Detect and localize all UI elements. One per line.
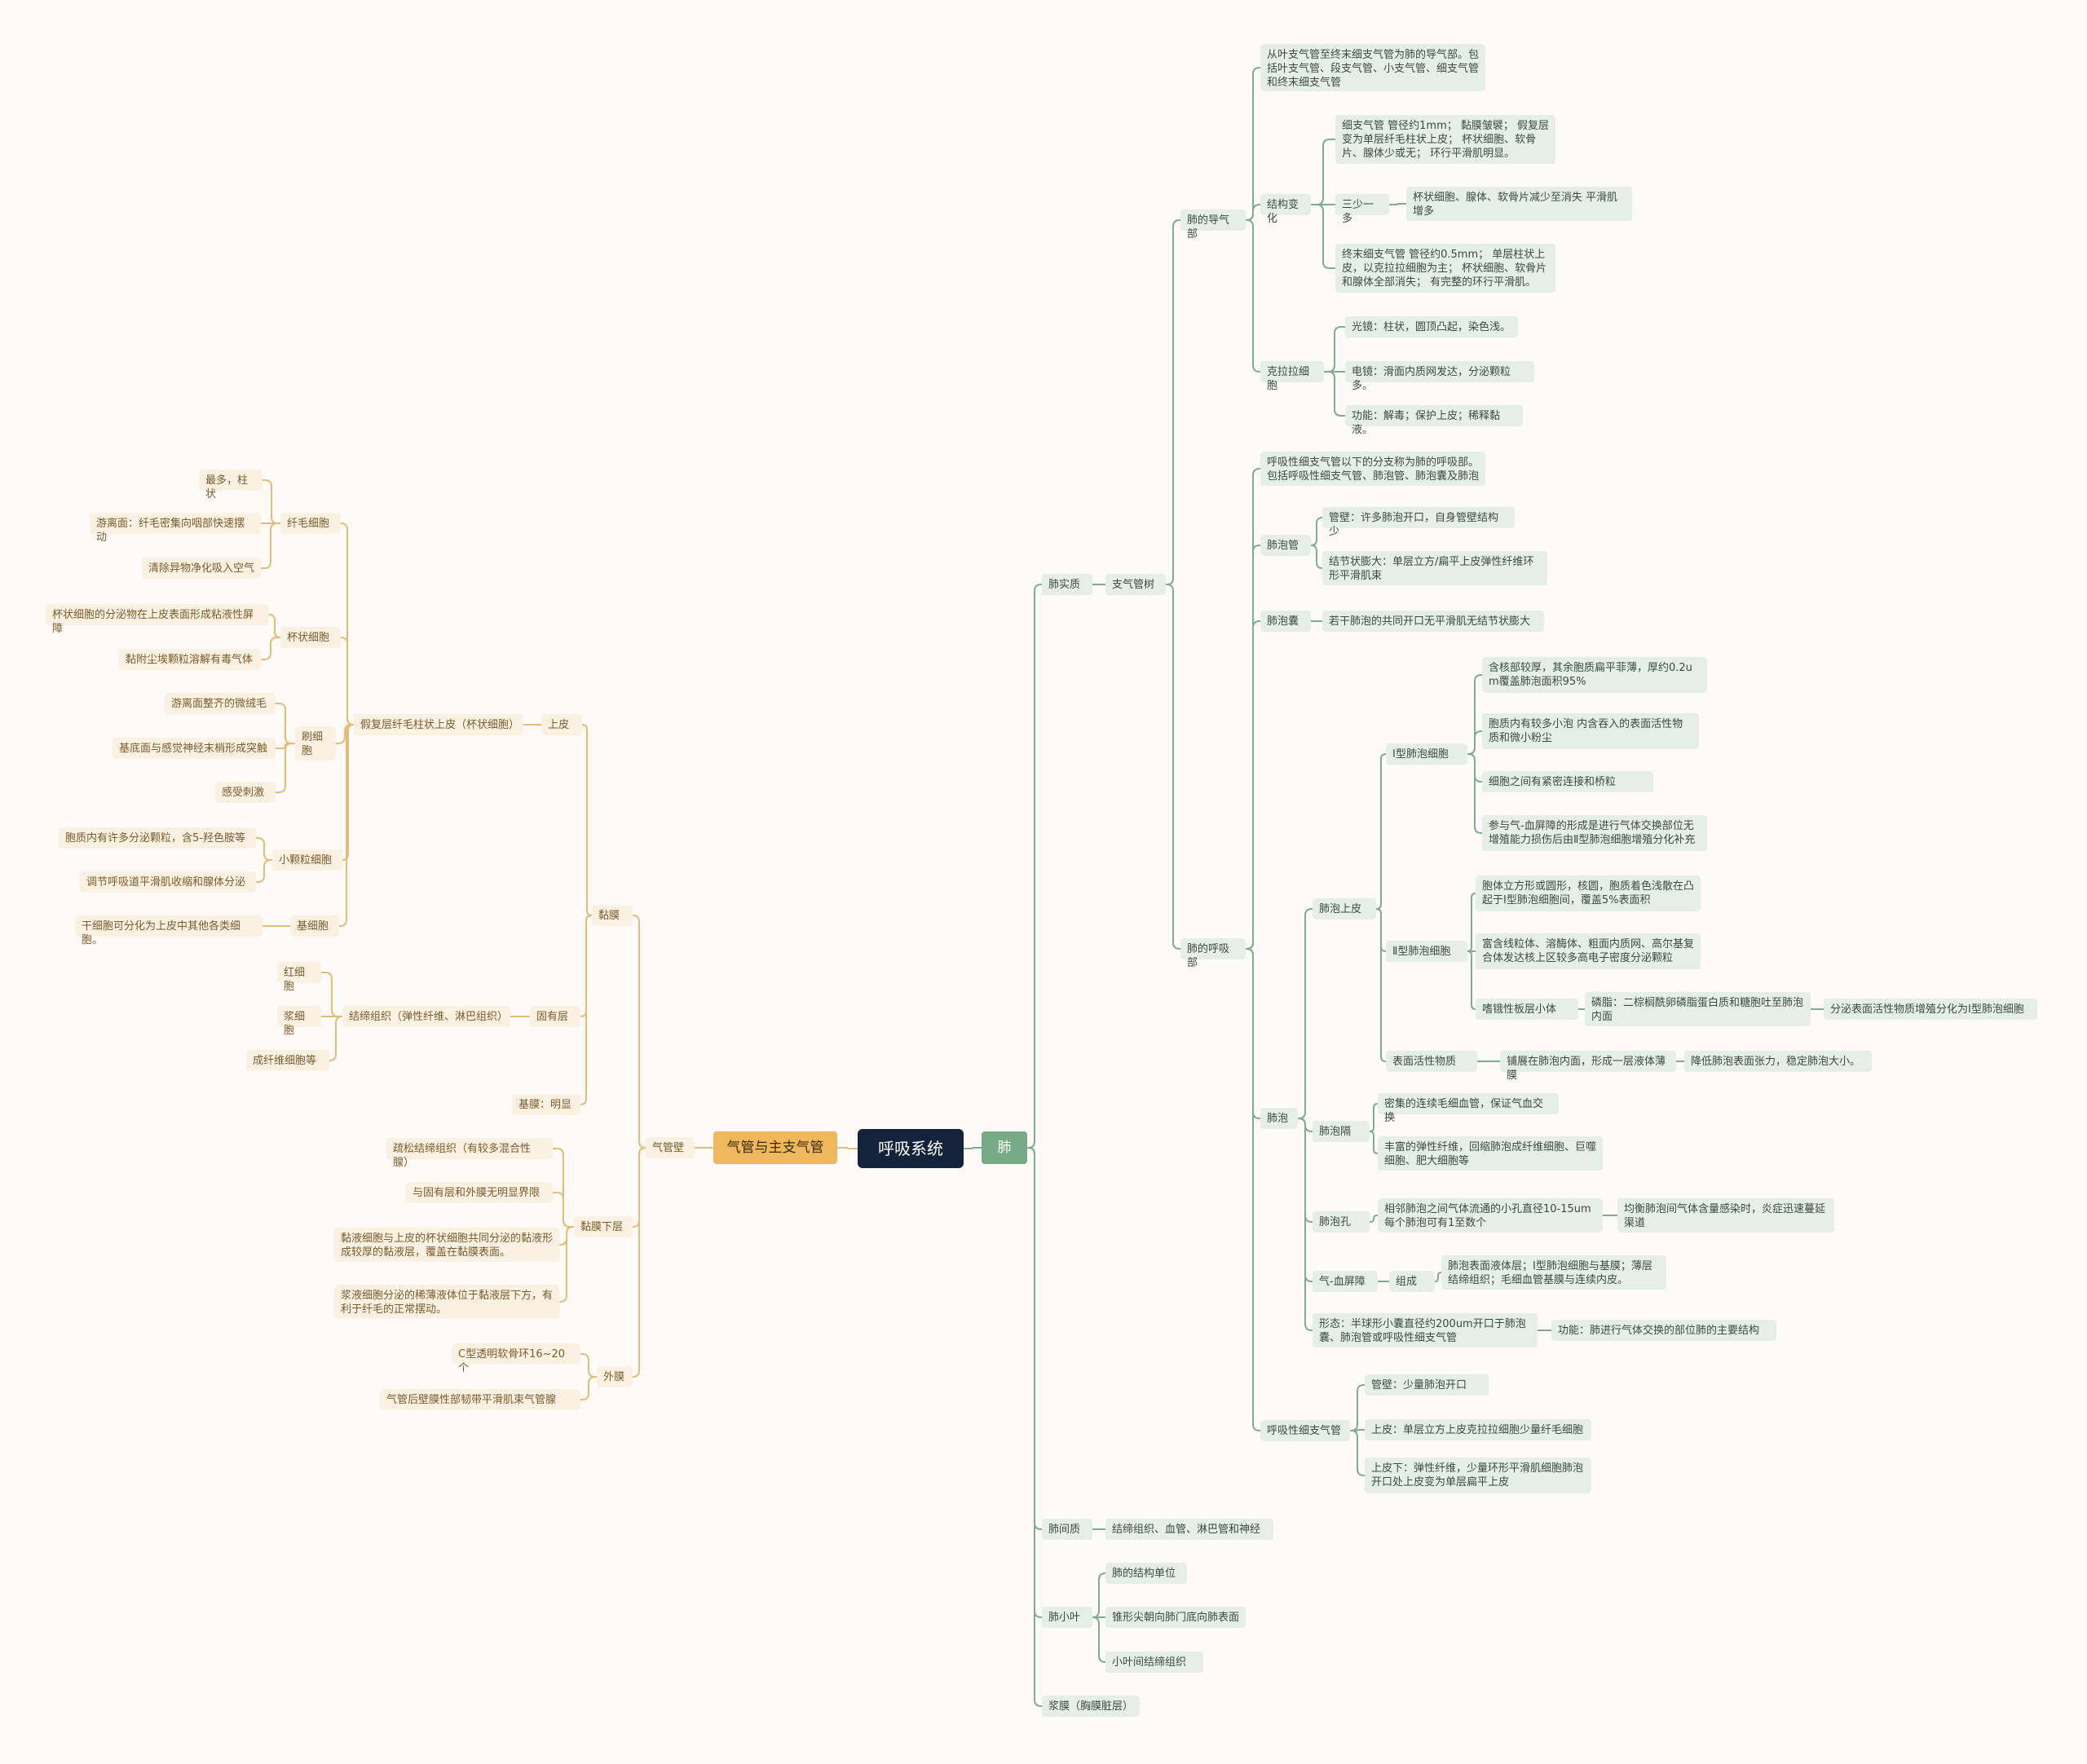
node-c2[interactable]: 杯状细胞	[280, 627, 341, 648]
node-t1[interactable]: 气管壁	[646, 1137, 695, 1158]
node-a1b3[interactable]: 嗜锇性板层小体	[1476, 999, 1578, 1020]
node-a1a[interactable]: Ⅰ型肺泡细胞	[1386, 743, 1467, 765]
node-l4[interactable]: 浆膜（胸膜脏层）	[1042, 1696, 1140, 1717]
node-d1[interactable]: 肺的导气部	[1180, 209, 1246, 240]
node-r1e[interactable]: 呼吸性细支气管	[1260, 1420, 1350, 1441]
node-c1b[interactable]: 游离面：纤毛密集向咽部快速摆动	[90, 513, 261, 544]
node-l2a[interactable]: 结缔组织、血管、淋巴管和神经	[1105, 1519, 1273, 1540]
node-r1e2[interactable]: 上皮：单层立方上皮克拉拉细胞少量纤毛细胞	[1365, 1419, 1591, 1440]
node-a1[interactable]: 肺泡上皮	[1313, 898, 1376, 919]
node-r1c1[interactable]: 若干肺泡的共同开口无平滑肌无结节状膨大	[1322, 611, 1544, 632]
node-t1c1[interactable]: C型透明软骨环16~20个	[452, 1343, 580, 1374]
node-d1b2[interactable]: 三少一多	[1335, 194, 1389, 225]
node-l1[interactable]: 肺实质	[1042, 574, 1092, 595]
node-trachea[interactable]: 气管与主支气管	[713, 1131, 837, 1164]
node-l1a[interactable]: 支气管树	[1105, 574, 1166, 595]
node-t1a2[interactable]: 固有层	[530, 1006, 580, 1027]
node-c3a[interactable]: 游离面整齐的微绒毛	[165, 693, 276, 714]
node-t1b2[interactable]: 与固有层和外膜无明显界限	[406, 1182, 553, 1203]
node-a1b3a1[interactable]: 分泌表面活性物质增殖分化为Ⅰ型肺泡细胞	[1824, 999, 2037, 1020]
node-a1a2[interactable]: 胞质内有较多小泡 内含吞入的表面活性物质和微小粉尘	[1482, 713, 1699, 749]
node-t1c[interactable]: 外膜	[597, 1366, 633, 1387]
node-r1a[interactable]: 呼吸性细支气管以下的分支称为肺的呼吸部。包括呼吸性细支气管、肺泡管、肺泡囊及肺泡	[1260, 452, 1485, 486]
node-c5a[interactable]: 干细胞可分化为上皮中其他各类细胞。	[75, 915, 263, 946]
node-l2[interactable]: 肺间质	[1042, 1519, 1092, 1540]
node-c1a[interactable]: 最多，柱状	[199, 470, 263, 501]
node-c1c[interactable]: 清除异物净化吸入空气	[142, 558, 261, 579]
node-a1c1a[interactable]: 降低肺泡表面张力，稳定肺泡大小。	[1684, 1051, 1872, 1072]
node-l3b[interactable]: 锥形尖朝向肺门底向肺表面	[1105, 1607, 1246, 1628]
node-a1a3[interactable]: 细胞之间有紧密连接和桥粒	[1482, 771, 1653, 792]
node-c1[interactable]: 纤毛细胞	[280, 513, 341, 534]
node-a1b3a[interactable]: 磷脂：二棕榈酰卵磷脂蛋白质和糖胞吐至肺泡内面	[1585, 992, 1811, 1026]
node-a5a[interactable]: 功能：肺进行气体交换的部位肺的主要结构	[1551, 1320, 1776, 1341]
node-r1b2[interactable]: 结节状膨大：单层立方/扁平上皮弹性纤维环形平滑肌束	[1322, 551, 1547, 585]
node-r1c[interactable]: 肺泡囊	[1260, 611, 1311, 632]
node-a2b[interactable]: 丰富的弹性纤维，回缩肺泡成纤维细胞、巨噬细胞、肥大细胞等	[1378, 1136, 1603, 1171]
node-a1c1[interactable]: 铺展在肺泡内面，形成一层液体薄膜	[1500, 1051, 1676, 1082]
node-d1c2[interactable]: 电镜：滑面内质网发达，分泌颗粒多。	[1345, 361, 1534, 392]
node-a1a1[interactable]: 含核部较厚，其余胞质扁平菲薄，厚约0.2um覆盖肺泡面积95%	[1482, 657, 1707, 693]
node-t1b4[interactable]: 浆液细胞分泌的稀薄液体位于黏液层下方，有利于纤毛的正常摆动。	[334, 1285, 559, 1319]
node-t1a2a2[interactable]: 浆细胞	[277, 1006, 321, 1037]
node-l3a[interactable]: 肺的结构单位	[1105, 1563, 1187, 1584]
node-c3c[interactable]: 感受刺激	[215, 782, 276, 803]
node-r1e1[interactable]: 管壁：少量肺泡开口	[1365, 1374, 1489, 1396]
node-a4a1[interactable]: 肺泡表面液体层；Ⅰ型肺泡细胞与基膜；薄层结缔组织；毛细血管基膜与连续内皮。	[1441, 1255, 1666, 1290]
node-r1b[interactable]: 肺泡管	[1260, 535, 1311, 556]
node-r1[interactable]: 肺的呼吸部	[1180, 938, 1246, 969]
node-t1a2a[interactable]: 结缔组织（弹性纤维、淋巴组织）	[342, 1006, 510, 1027]
node-t1a1[interactable]: 上皮	[541, 714, 582, 735]
node-r1e3[interactable]: 上皮下：弹性纤维，少量环形平滑肌细胞肺泡开口处上皮变为单层扁平上皮	[1365, 1458, 1591, 1493]
node-c5[interactable]: 基细胞	[290, 915, 339, 937]
node-r1b1[interactable]: 管壁：许多肺泡开口，自身管壁结构少	[1322, 507, 1515, 538]
node-c4[interactable]: 小颗粒细胞	[272, 849, 342, 871]
node-l3[interactable]: 肺小叶	[1042, 1607, 1092, 1628]
node-r1d[interactable]: 肺泡	[1260, 1108, 1298, 1129]
node-a3a[interactable]: 相邻肺泡之间气体流通的小孔直径10-15um每个肺泡可有1至数个	[1378, 1198, 1603, 1233]
node-c4b[interactable]: 调节呼吸道平滑肌收缩和腺体分泌	[80, 871, 256, 893]
node-c3[interactable]: 刷细胞	[295, 726, 336, 761]
node-d1c3[interactable]: 功能：解毒；保护上皮；稀释黏液。	[1345, 405, 1523, 436]
node-t1a2a3[interactable]: 成纤维细胞等	[246, 1050, 329, 1071]
node-t1c2[interactable]: 气管后壁膜性部韧带平滑肌束气管腺	[380, 1389, 580, 1410]
node-t1b3[interactable]: 黏液细胞与上皮的杯状细胞共同分泌的黏液形成较厚的黏液层，覆盖在黏膜表面。	[334, 1228, 559, 1262]
node-a3a1[interactable]: 均衡肺泡间气体含量感染时，炎症迅速蔓延渠道	[1617, 1198, 1834, 1233]
node-l3c[interactable]: 小叶间结缔组织	[1105, 1652, 1203, 1673]
node-a5[interactable]: 形态：半球形小囊直径约200um开口于肺泡囊、肺泡管或呼吸性细支气管	[1313, 1313, 1538, 1347]
node-c2a[interactable]: 杯状细胞的分泌物在上皮表面形成粘液性屏障	[46, 604, 269, 635]
node-c4a[interactable]: 胞质内有许多分泌颗粒，含5-羟色胺等	[59, 827, 256, 849]
node-c3b[interactable]: 基底面与感觉神经末梢形成突触	[113, 738, 276, 759]
node-d1b[interactable]: 结构变化	[1260, 194, 1311, 225]
node-a1b[interactable]: Ⅱ型肺泡细胞	[1386, 941, 1467, 962]
node-d1b2a[interactable]: 杯状细胞、腺体、软骨片减少至消失 平滑肌增多	[1406, 187, 1632, 221]
node-a2[interactable]: 肺泡隔	[1313, 1121, 1370, 1142]
node-d1c[interactable]: 克拉拉细胞	[1260, 361, 1324, 392]
node-t1a2a1[interactable]: 红细胞	[277, 962, 321, 993]
node-t1a3[interactable]: 基膜：明显	[512, 1094, 580, 1115]
node-a2a[interactable]: 密集的连续毛细血管，保证气血交换	[1378, 1093, 1559, 1124]
node-a1b2[interactable]: 富含线粒体、溶酶体、粗面内质网、高尔基复合体发达核上区较多高电子密度分泌颗粒	[1476, 933, 1701, 969]
node-a1c[interactable]: 表面活性物质	[1386, 1051, 1477, 1072]
node-d1b1[interactable]: 细支气管 管径约1mm； 黏膜皱襞； 假复层变为单层纤毛柱状上皮； 杯状细胞、软…	[1335, 115, 1555, 164]
node-d1c1[interactable]: 光镜：柱状，圆顶凸起，染色浅。	[1345, 316, 1518, 337]
node-c2b[interactable]: 黏附尘埃颗粒溶解有毒气体	[119, 649, 261, 670]
node-a4a[interactable]: 组成	[1389, 1271, 1435, 1292]
node-root[interactable]: 呼吸系统	[858, 1129, 964, 1168]
node-t1a[interactable]: 黏膜	[592, 905, 633, 926]
node-a1a4[interactable]: 参与气-血屏障的形成是进行气体交换部位无增殖能力损伤后由Ⅱ型肺泡细胞增殖分化补充	[1482, 815, 1707, 851]
node-a3[interactable]: 肺泡孔	[1313, 1211, 1370, 1233]
node-t1a1a[interactable]: 假复层纤毛柱状上皮（杯状细胞）	[354, 714, 523, 735]
node-a4[interactable]: 气-血屏障	[1313, 1271, 1378, 1292]
node-a1b1[interactable]: 胞体立方形或圆形，核圆，胞质着色浅散在凸起于Ⅰ型肺泡细胞间，覆盖5%表面积	[1476, 875, 1701, 911]
node-lung[interactable]: 肺	[982, 1131, 1027, 1164]
node-d1b3[interactable]: 终末细支气管 管径约0.5mm； 单层柱状上皮，以克拉拉细胞为主； 杯状细胞、软…	[1335, 244, 1555, 293]
node-t1b1[interactable]: 疏松结缔组织（有较多混合性腺）	[386, 1138, 553, 1169]
node-d1a[interactable]: 从叶支气管至终末细支气管为肺的导气部。包括叶支气管、段支气管、小支气管、细支气管…	[1260, 44, 1485, 91]
node-t1b[interactable]: 黏膜下层	[574, 1216, 633, 1237]
